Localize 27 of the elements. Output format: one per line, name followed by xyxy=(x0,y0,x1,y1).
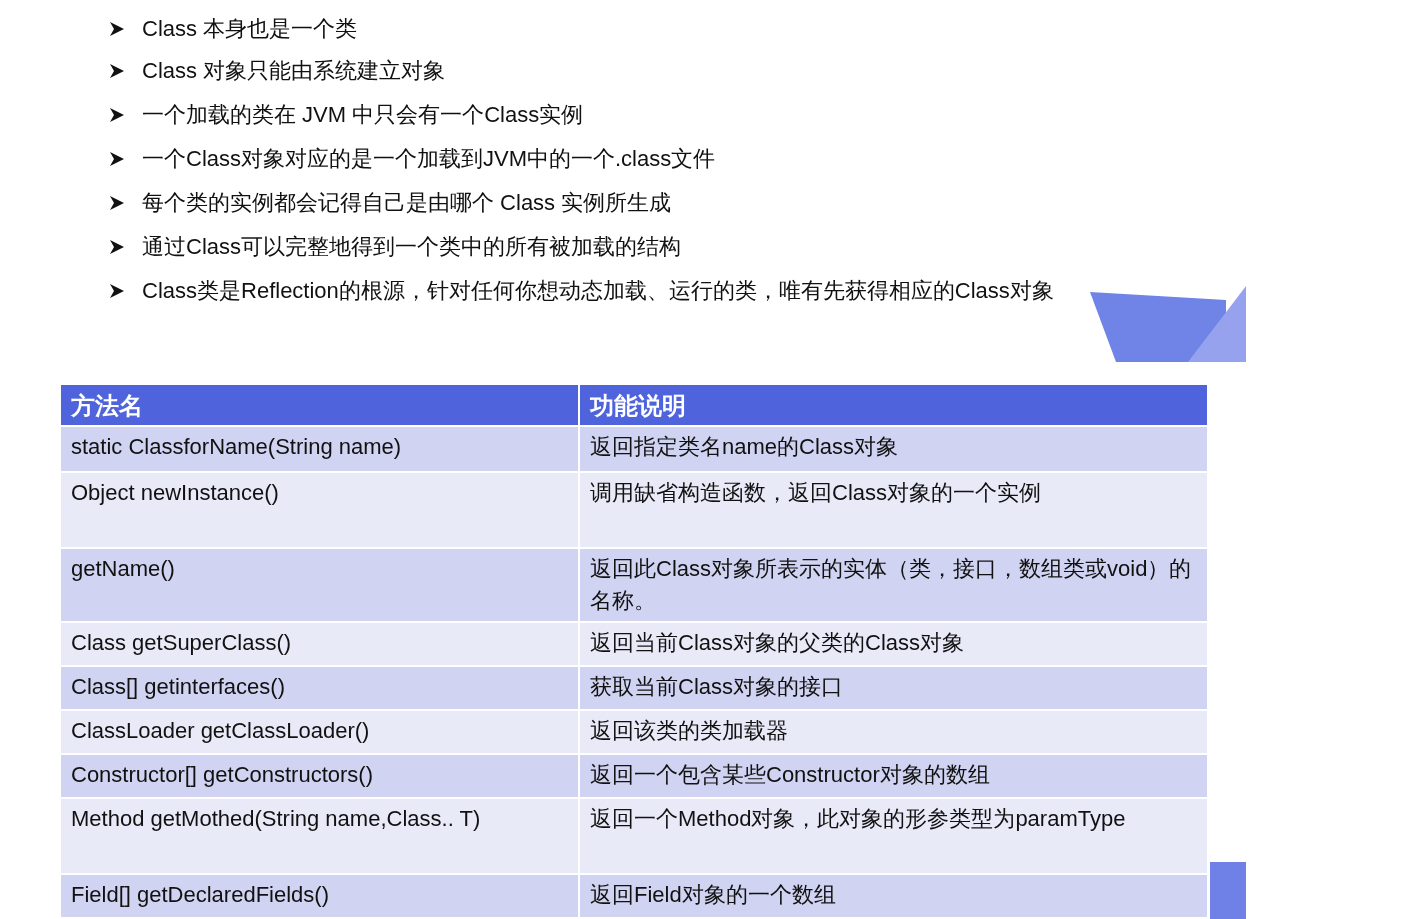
bullet-text: 一个Class对象对应的是一个加载到JVM中的一个.class文件 xyxy=(142,145,717,173)
method-cell: Class getSuperClass() xyxy=(61,623,578,665)
bullet-text: 通过Class可以完整地得到一个类中的所有被加载的结构 xyxy=(142,233,682,261)
description-cell: 获取当前Class对象的接口 xyxy=(580,667,1207,709)
bullet-text: Class类是Reflection的根源，针对任何你想动态加载、运行的类，唯有先获得相应的Class对象 xyxy=(142,277,1055,305)
bullet-text: 每个类的实例都会记得自己是由哪个 Class 实例所生成 xyxy=(142,189,673,217)
method-cell: Method getMothed(String name,Class.. T) xyxy=(61,799,578,873)
method-cell: Object newInstance() xyxy=(61,473,578,547)
description-cell: 返回此Class对象所表示的实体（类，接口，数组类或void）的名称。 xyxy=(580,549,1207,621)
description-cell: 返回当前Class对象的父类的Class对象 xyxy=(580,623,1207,665)
bullet-text: Class 本身也是一个类 xyxy=(142,15,359,43)
description-cell: 调用缺省构造函数，返回Class对象的一个实例 xyxy=(580,473,1207,547)
description-cell: 返回该类的类加载器 xyxy=(580,711,1207,753)
header-cell: 功能说明 xyxy=(580,385,1207,425)
description-cell: 返回一个Method对象，此对象的形参类型为paramType xyxy=(580,799,1207,873)
bullet-text: Class 对象只能由系统建立对象 xyxy=(142,57,447,85)
header-cell: 方法名 xyxy=(61,385,578,425)
method-cell: getName() xyxy=(61,549,578,621)
bullet-text: 一个加载的类在 JVM 中只会有一个Class实例 xyxy=(142,101,585,129)
method-cell: static ClassforName(String name) xyxy=(61,427,578,471)
description-cell: 返回一个包含某些Constructor对象的数组 xyxy=(580,755,1207,797)
method-cell: ClassLoader getClassLoader() xyxy=(61,711,578,753)
method-cell: Class[] getinterfaces() xyxy=(61,667,578,709)
method-cell: Field[] getDeclaredFields() xyxy=(61,875,578,917)
description-cell: 返回Field对象的一个数组 xyxy=(580,875,1207,917)
description-cell: 返回指定类名name的Class对象 xyxy=(580,427,1207,471)
method-cell: Constructor[] getConstructors() xyxy=(61,755,578,797)
